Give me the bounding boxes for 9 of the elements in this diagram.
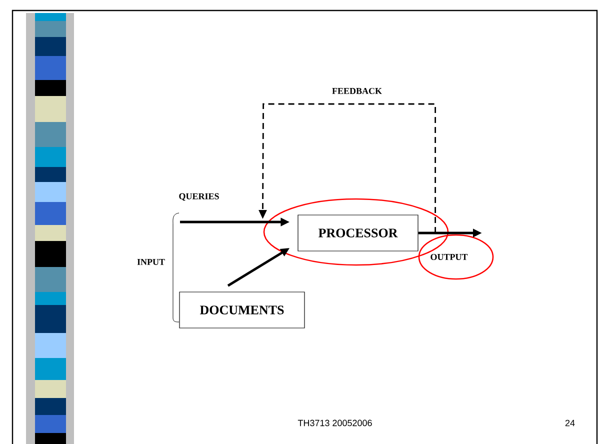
side-label: INPUT	[137, 259, 165, 265]
process-box: PROCESSOR	[298, 214, 418, 252]
arrow	[258, 103, 436, 233]
process-box: DOCUMENTS	[179, 292, 305, 328]
edge-label: OUTPUT	[430, 254, 468, 260]
page-number: 24	[565, 420, 575, 426]
edge-label: QUERIES	[179, 193, 219, 201]
edge-label: FEEDBACK	[332, 88, 382, 94]
footer-text: TH3713 20052006	[298, 420, 372, 426]
